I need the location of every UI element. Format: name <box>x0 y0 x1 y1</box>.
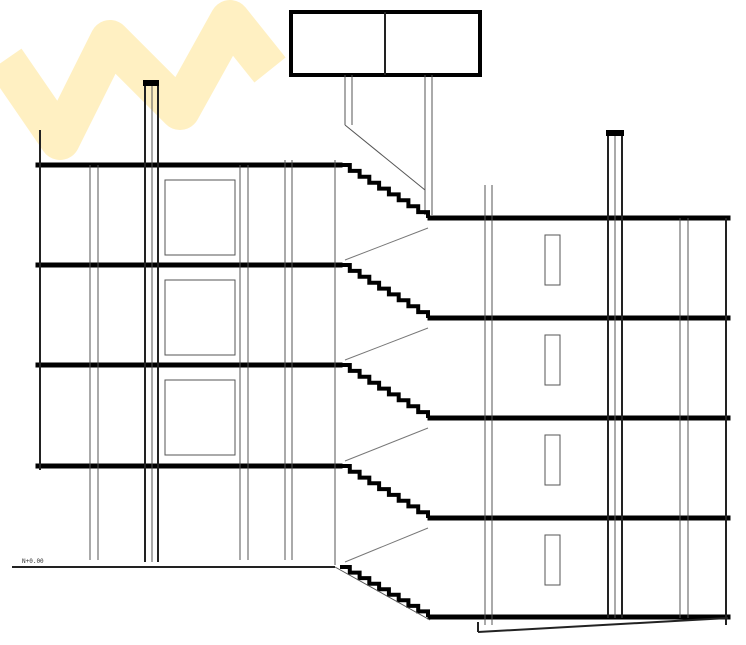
stair-flight <box>340 363 430 418</box>
return-flight <box>344 227 429 261</box>
left-block-columns <box>39 80 336 565</box>
stair-flight <box>340 263 430 318</box>
watermark-logo <box>0 0 286 160</box>
return-flight <box>344 327 429 361</box>
stair-flight <box>340 464 430 518</box>
interior-partitions <box>164 179 561 586</box>
right-block-columns <box>484 130 727 625</box>
return-flight <box>344 527 429 563</box>
return-flight <box>344 427 429 462</box>
right-block-slabs <box>427 215 731 620</box>
stair-flight <box>340 163 430 218</box>
stair-flight <box>340 565 430 617</box>
ground-line <box>12 566 729 633</box>
left-block-slabs <box>35 162 343 469</box>
ground-level-label: N+0.00 <box>22 558 44 565</box>
rooftop-water-tank <box>289 10 482 215</box>
stair-flights <box>340 163 430 617</box>
